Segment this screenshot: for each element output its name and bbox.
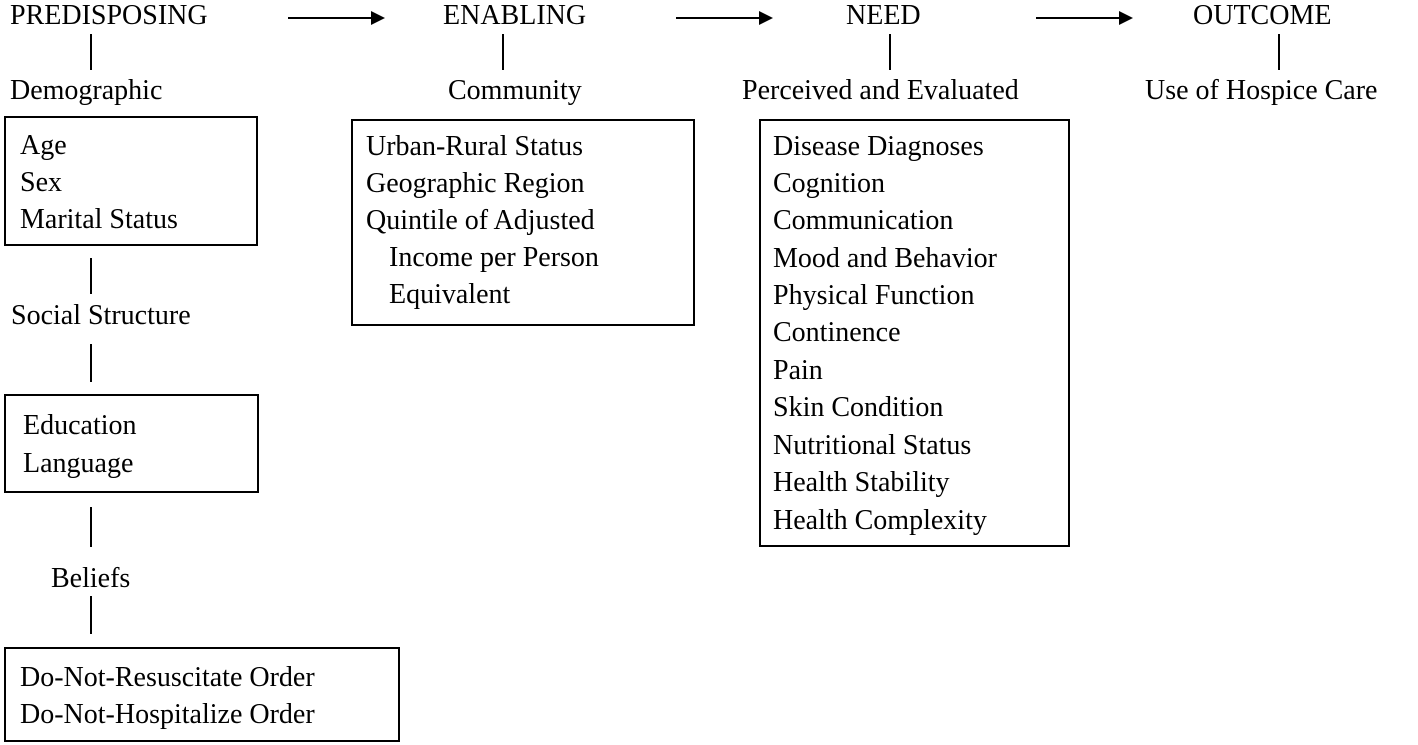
beliefs-label: Beliefs: [51, 563, 131, 594]
connector-line: [90, 344, 92, 382]
community-item: Quintile of Adjusted: [366, 205, 595, 236]
community-label: Community: [448, 75, 582, 106]
need-item: Skin Condition: [773, 392, 944, 423]
arrow-right-icon: [288, 11, 385, 25]
community-item: Equivalent: [389, 279, 511, 310]
header-outcome: OUTCOME: [1193, 0, 1332, 31]
header-enabling: ENABLING: [443, 0, 587, 31]
beliefs-item: Do-Not-Resuscitate Order: [20, 662, 315, 693]
perceived-evaluated-box: Disease Diagnoses Cognition Communicatio…: [759, 119, 1070, 547]
perceived-evaluated-label: Perceived and Evaluated: [742, 75, 1019, 106]
community-box: Urban-Rural Status Geographic Region Qui…: [351, 119, 695, 326]
beliefs-item: Do-Not-Hospitalize Order: [20, 699, 315, 730]
need-item: Mood and Behavior: [773, 243, 997, 274]
need-item: Health Complexity: [773, 505, 987, 536]
social-structure-item: Education: [23, 410, 137, 441]
social-structure-label: Social Structure: [11, 300, 191, 331]
need-item: Nutritional Status: [773, 430, 972, 461]
header-need: NEED: [846, 0, 921, 31]
need-item: Communication: [773, 205, 954, 236]
arrow-right-icon: [1036, 11, 1133, 25]
need-item: Disease Diagnoses: [773, 131, 984, 162]
beliefs-box: Do-Not-Resuscitate Order Do-Not-Hospital…: [4, 647, 400, 742]
connector-line: [90, 258, 92, 294]
use-of-hospice-care-label: Use of Hospice Care: [1145, 75, 1378, 106]
demographic-label: Demographic: [10, 75, 163, 106]
community-item: Urban-Rural Status: [366, 131, 583, 162]
connector-line: [90, 596, 92, 634]
connector-line: [90, 34, 92, 70]
connector-line: [502, 34, 504, 70]
social-structure-box: Education Language: [4, 394, 259, 493]
connector-line: [1278, 34, 1280, 70]
need-item: Physical Function: [773, 280, 975, 311]
connector-line: [90, 507, 92, 547]
demographic-box: Age Sex Marital Status: [4, 116, 258, 246]
need-item: Cognition: [773, 168, 886, 199]
need-item: Continence: [773, 317, 901, 348]
demographic-item: Marital Status: [20, 204, 178, 235]
connector-line: [889, 34, 891, 70]
header-predisposing: PREDISPOSING: [10, 0, 208, 31]
need-item: Pain: [773, 355, 823, 386]
demographic-item: Sex: [20, 167, 62, 198]
social-structure-item: Language: [23, 448, 134, 479]
arrow-right-icon: [676, 11, 773, 25]
need-item: Health Stability: [773, 467, 950, 498]
community-item: Geographic Region: [366, 168, 585, 199]
community-item: Income per Person: [389, 242, 599, 273]
demographic-item: Age: [20, 130, 67, 161]
